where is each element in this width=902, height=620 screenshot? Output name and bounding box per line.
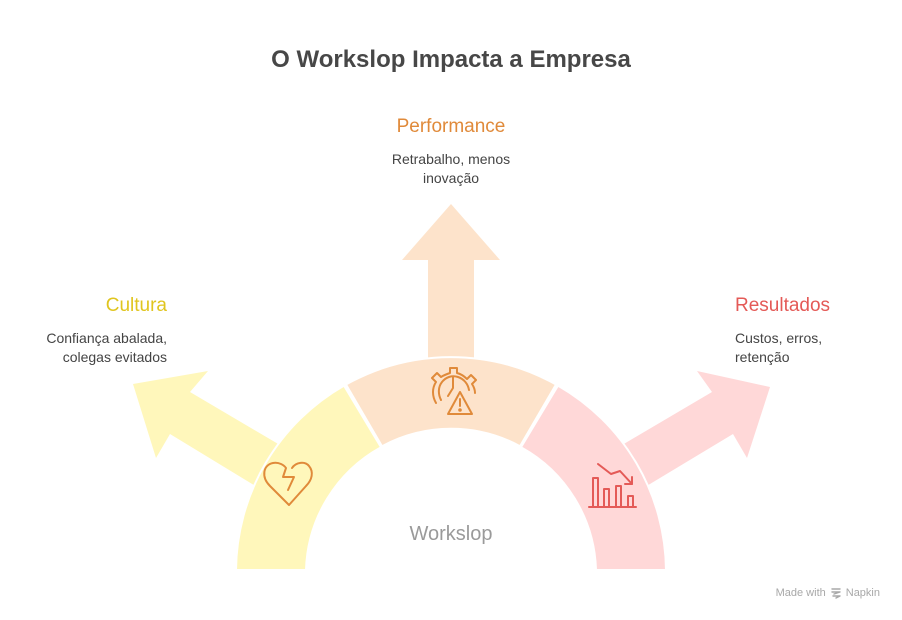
brand-name: Napkin bbox=[845, 587, 880, 599]
made-with-text: Made with bbox=[775, 587, 826, 599]
center-label: Workslop bbox=[409, 523, 493, 545]
performance-title: Performance bbox=[396, 116, 506, 137]
broken-heart-icon bbox=[263, 461, 313, 506]
page-title: O Workslop Impacta a Empresa bbox=[271, 46, 631, 73]
resultados-arrow bbox=[617, 371, 770, 490]
cultura-segment bbox=[234, 384, 383, 571]
cultura-description-line: colegas evitados bbox=[62, 349, 167, 365]
performance-arrow bbox=[402, 204, 500, 365]
performance-description-line: inovação bbox=[422, 170, 480, 186]
cultura-description: Confiança abalada, colegas evitados bbox=[0, 329, 167, 367]
declining-chart-icon bbox=[588, 463, 637, 508]
cultura-title: Cultura bbox=[105, 295, 167, 316]
napkin-logo-icon bbox=[831, 588, 841, 599]
resultados-description-line: Custos, erros, bbox=[735, 330, 823, 346]
footer-attribution[interactable]: Made with Napkin bbox=[776, 587, 880, 599]
resultados-description-line: retenção bbox=[735, 349, 790, 365]
gear-warning-icon bbox=[431, 367, 477, 415]
resultados-description: Custos, erros, retenção bbox=[735, 329, 895, 367]
performance-segment bbox=[344, 356, 558, 448]
performance-description: Retrabalho, menos inovação bbox=[351, 150, 551, 188]
performance-description-line: Retrabalho, menos bbox=[391, 151, 511, 167]
resultados-title: Resultados bbox=[735, 295, 831, 316]
cultura-arrow bbox=[133, 371, 285, 490]
cultura-description-line: Confiança abalada, bbox=[46, 330, 167, 346]
